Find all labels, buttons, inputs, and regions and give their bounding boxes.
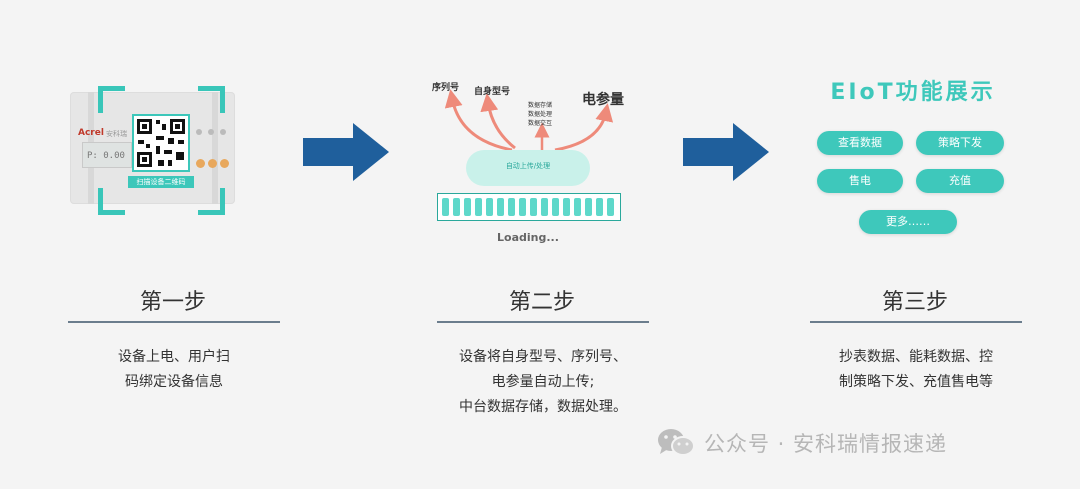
arrow-right-icon: [683, 123, 769, 181]
description-line: 设备将自身型号、序列号、: [459, 349, 627, 365]
scan-corner-icon: [198, 86, 225, 113]
led-icon: [196, 129, 202, 135]
meter-brand-sub: 安科瑞: [106, 130, 127, 138]
cloud-text: 自动上传/处理: [505, 162, 551, 170]
divider: [68, 321, 280, 323]
step3-description: 抄表数据、能耗数据、控 制策略下发、充值售电等: [796, 345, 1036, 395]
description-line: 码绑定设备信息: [125, 374, 223, 390]
led-icon: [220, 129, 226, 135]
divider: [810, 321, 1022, 323]
loading-text: Loading...: [497, 231, 559, 244]
upload-arrows-icon: [444, 89, 614, 152]
meter-brand: Acrel: [78, 128, 104, 138]
watermark-text: 公众号 · 安科瑞情报速递: [704, 432, 948, 456]
label-params: 电参量: [582, 92, 624, 108]
qr-code-icon: [132, 114, 190, 172]
view-data-button[interactable]: 查看数据: [817, 131, 903, 155]
meter-button-icon: [220, 159, 229, 168]
meter-button-icon: [196, 159, 205, 168]
description-line: 抄表数据、能耗数据、控: [839, 349, 993, 365]
arrow-right-icon: [303, 123, 389, 181]
strategy-dispatch-button[interactable]: 策略下发: [916, 131, 1004, 155]
description-line: 设备上电、用户扫: [118, 349, 230, 365]
meter-display: P: 0.00: [82, 142, 132, 168]
label-model: 自身型号: [474, 87, 511, 97]
description-line: 中台数据存储，数据处理。: [459, 399, 627, 415]
recharge-button[interactable]: 充值: [916, 169, 1004, 193]
watermark: 公众号 · 安科瑞情报速递: [656, 427, 947, 459]
led-icon: [208, 129, 214, 135]
scan-corner-icon: [198, 188, 225, 215]
meter-button-icon: [208, 159, 217, 168]
step2-description: 设备将自身型号、序列号、 电参量自动上传; 中台数据存储，数据处理。: [423, 345, 663, 420]
step1-description: 设备上电、用户扫 码绑定设备信息: [54, 345, 294, 395]
description-line: 电参量自动上传;: [491, 374, 595, 390]
wechat-icon: [658, 429, 695, 456]
sell-power-button[interactable]: 售电: [817, 169, 903, 193]
more-button[interactable]: 更多……: [859, 210, 957, 234]
cloud-icon: [466, 150, 590, 186]
divider: [437, 321, 649, 323]
step2-title: 第二步: [508, 290, 575, 315]
step3-title: 第三步: [881, 290, 948, 315]
scan-corner-icon: [98, 188, 125, 215]
label-exchange: 数据交互: [528, 120, 553, 127]
description-line: 制策略下发、充值售电等: [839, 374, 993, 390]
step1-title: 第一步: [139, 290, 206, 315]
eiot-title: EIoT功能展示: [830, 80, 996, 105]
label-storage: 数据存储: [528, 102, 553, 109]
label-serial: 序列号: [432, 83, 460, 93]
qr-caption: 扫描设备二维码: [128, 176, 194, 188]
scan-corner-icon: [98, 86, 125, 113]
label-processing: 数据处理: [528, 111, 553, 118]
progress-bar: [437, 193, 621, 221]
